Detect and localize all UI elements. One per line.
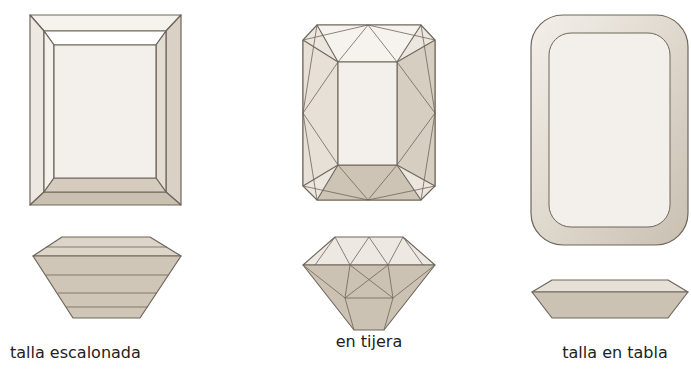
cut-label: en tijera — [336, 332, 402, 352]
scissor-cut-side — [303, 237, 435, 330]
cut-label: talla en tabla — [562, 343, 667, 363]
step-cut-side — [33, 237, 181, 318]
table-cut-side — [532, 280, 688, 318]
scissor-cut-top — [303, 25, 435, 200]
step-cut-top — [30, 15, 181, 205]
table-cut-top — [531, 15, 688, 245]
cut-label: talla escalonada — [10, 343, 141, 363]
